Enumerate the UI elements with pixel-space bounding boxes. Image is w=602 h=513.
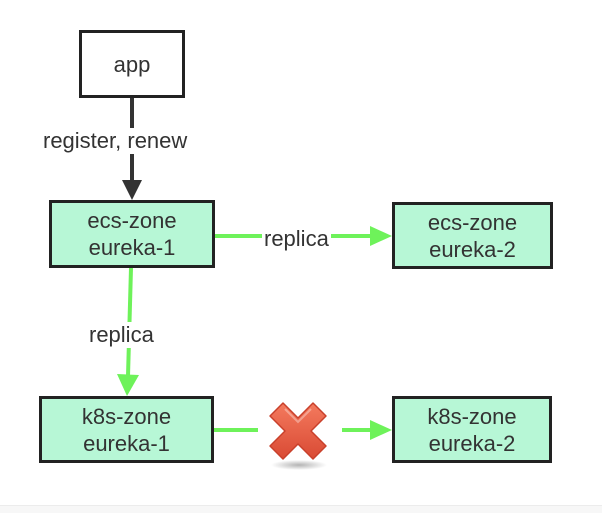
k8s-eureka-2-node: k8s-zone eureka-2 [392,396,552,463]
node-zone-label: ecs-zone [87,208,177,233]
k8s-eureka-1-node: k8s-zone eureka-1 [39,396,214,463]
node-instance-label: eureka-2 [429,236,516,262]
replica-zone-label: replica [87,322,156,348]
replica-ecs-label: replica [262,226,331,252]
app-node-label: app [113,51,151,77]
ecs-eureka-1-node: ecs-zone eureka-1 [49,200,215,268]
register-renew-label: register, renew [41,128,190,154]
node-instance-label: eureka-2 [428,430,516,456]
app-node: app [79,30,185,98]
node-instance-label: eureka-1 [88,235,176,260]
bottom-strip [0,505,602,513]
cross-icon [269,402,327,470]
node-zone-label: k8s-zone [427,403,517,429]
node-instance-label: eureka-1 [83,430,170,456]
node-zone-label: k8s-zone [81,403,172,429]
ecs-eureka-2-node: ecs-zone eureka-2 [392,202,553,269]
arrow-replica-broken [214,420,392,440]
node-zone-label: ecs-zone [427,209,518,235]
